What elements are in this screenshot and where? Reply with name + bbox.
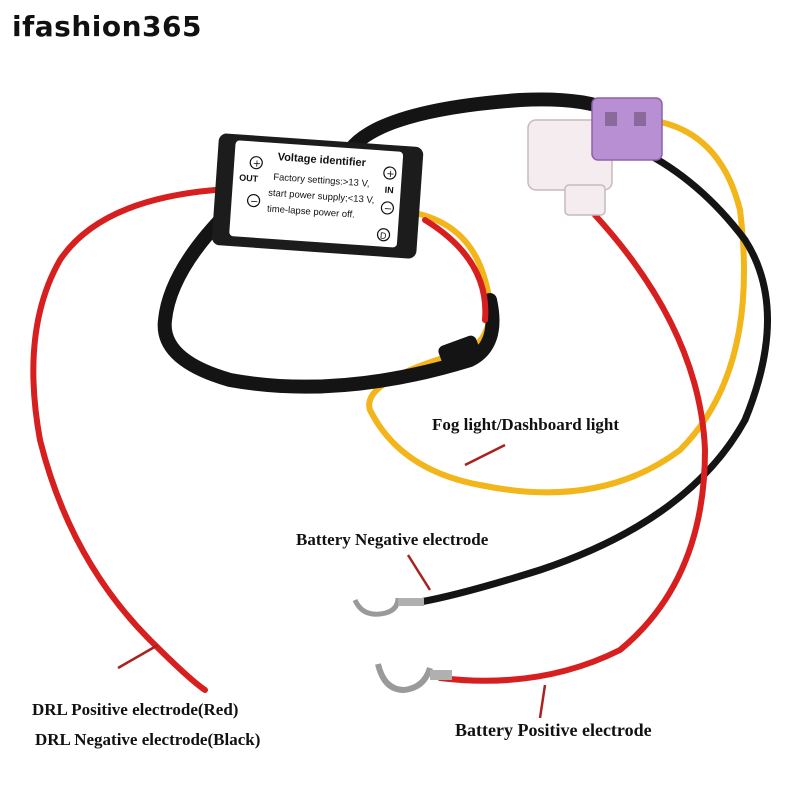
label-battery-positive: Battery Positive electrode <box>455 720 652 740</box>
label-drl-negative: DRL Negative electrode(Black) <box>35 730 261 749</box>
svg-text:+: + <box>252 158 261 170</box>
fuse-holder <box>527 97 663 216</box>
terminal-negative-icon <box>352 597 424 617</box>
pointer-drl <box>117 643 159 670</box>
pointer-battery-positive <box>538 684 547 719</box>
svg-text:−: − <box>383 204 392 216</box>
fuse-icon <box>591 97 663 161</box>
out-minus-icon: − <box>246 193 261 208</box>
svg-text:+: + <box>386 169 395 181</box>
voltage-module: Voltage identifier Factory settings:>13 … <box>211 133 424 259</box>
pointer-battery-negative <box>406 554 432 591</box>
red-wire-drl <box>30 187 218 693</box>
in-plus-icon: + <box>383 166 397 181</box>
label-battery-negative: Battery Negative electrode <box>296 530 489 549</box>
pointer-fog <box>464 443 506 467</box>
terminal-positive-icon <box>375 663 452 694</box>
black-wire-battery-negative <box>416 146 771 606</box>
heat-shrink <box>438 335 482 371</box>
out-plus-icon: + <box>249 156 263 170</box>
label-fog-light: Fog light/Dashboard light <box>432 415 620 434</box>
terminal-d-icon: D <box>376 228 391 242</box>
brand-watermark: ifashion365 <box>12 10 202 43</box>
module-out-label: OUT <box>239 173 259 184</box>
in-minus-icon: − <box>380 201 395 216</box>
svg-text:−: − <box>250 196 259 208</box>
svg-text:D: D <box>380 230 388 240</box>
module-in-label: IN <box>384 185 394 196</box>
label-drl-positive: DRL Positive electrode(Red) <box>32 700 239 719</box>
red-wire-battery-positive <box>422 212 709 684</box>
